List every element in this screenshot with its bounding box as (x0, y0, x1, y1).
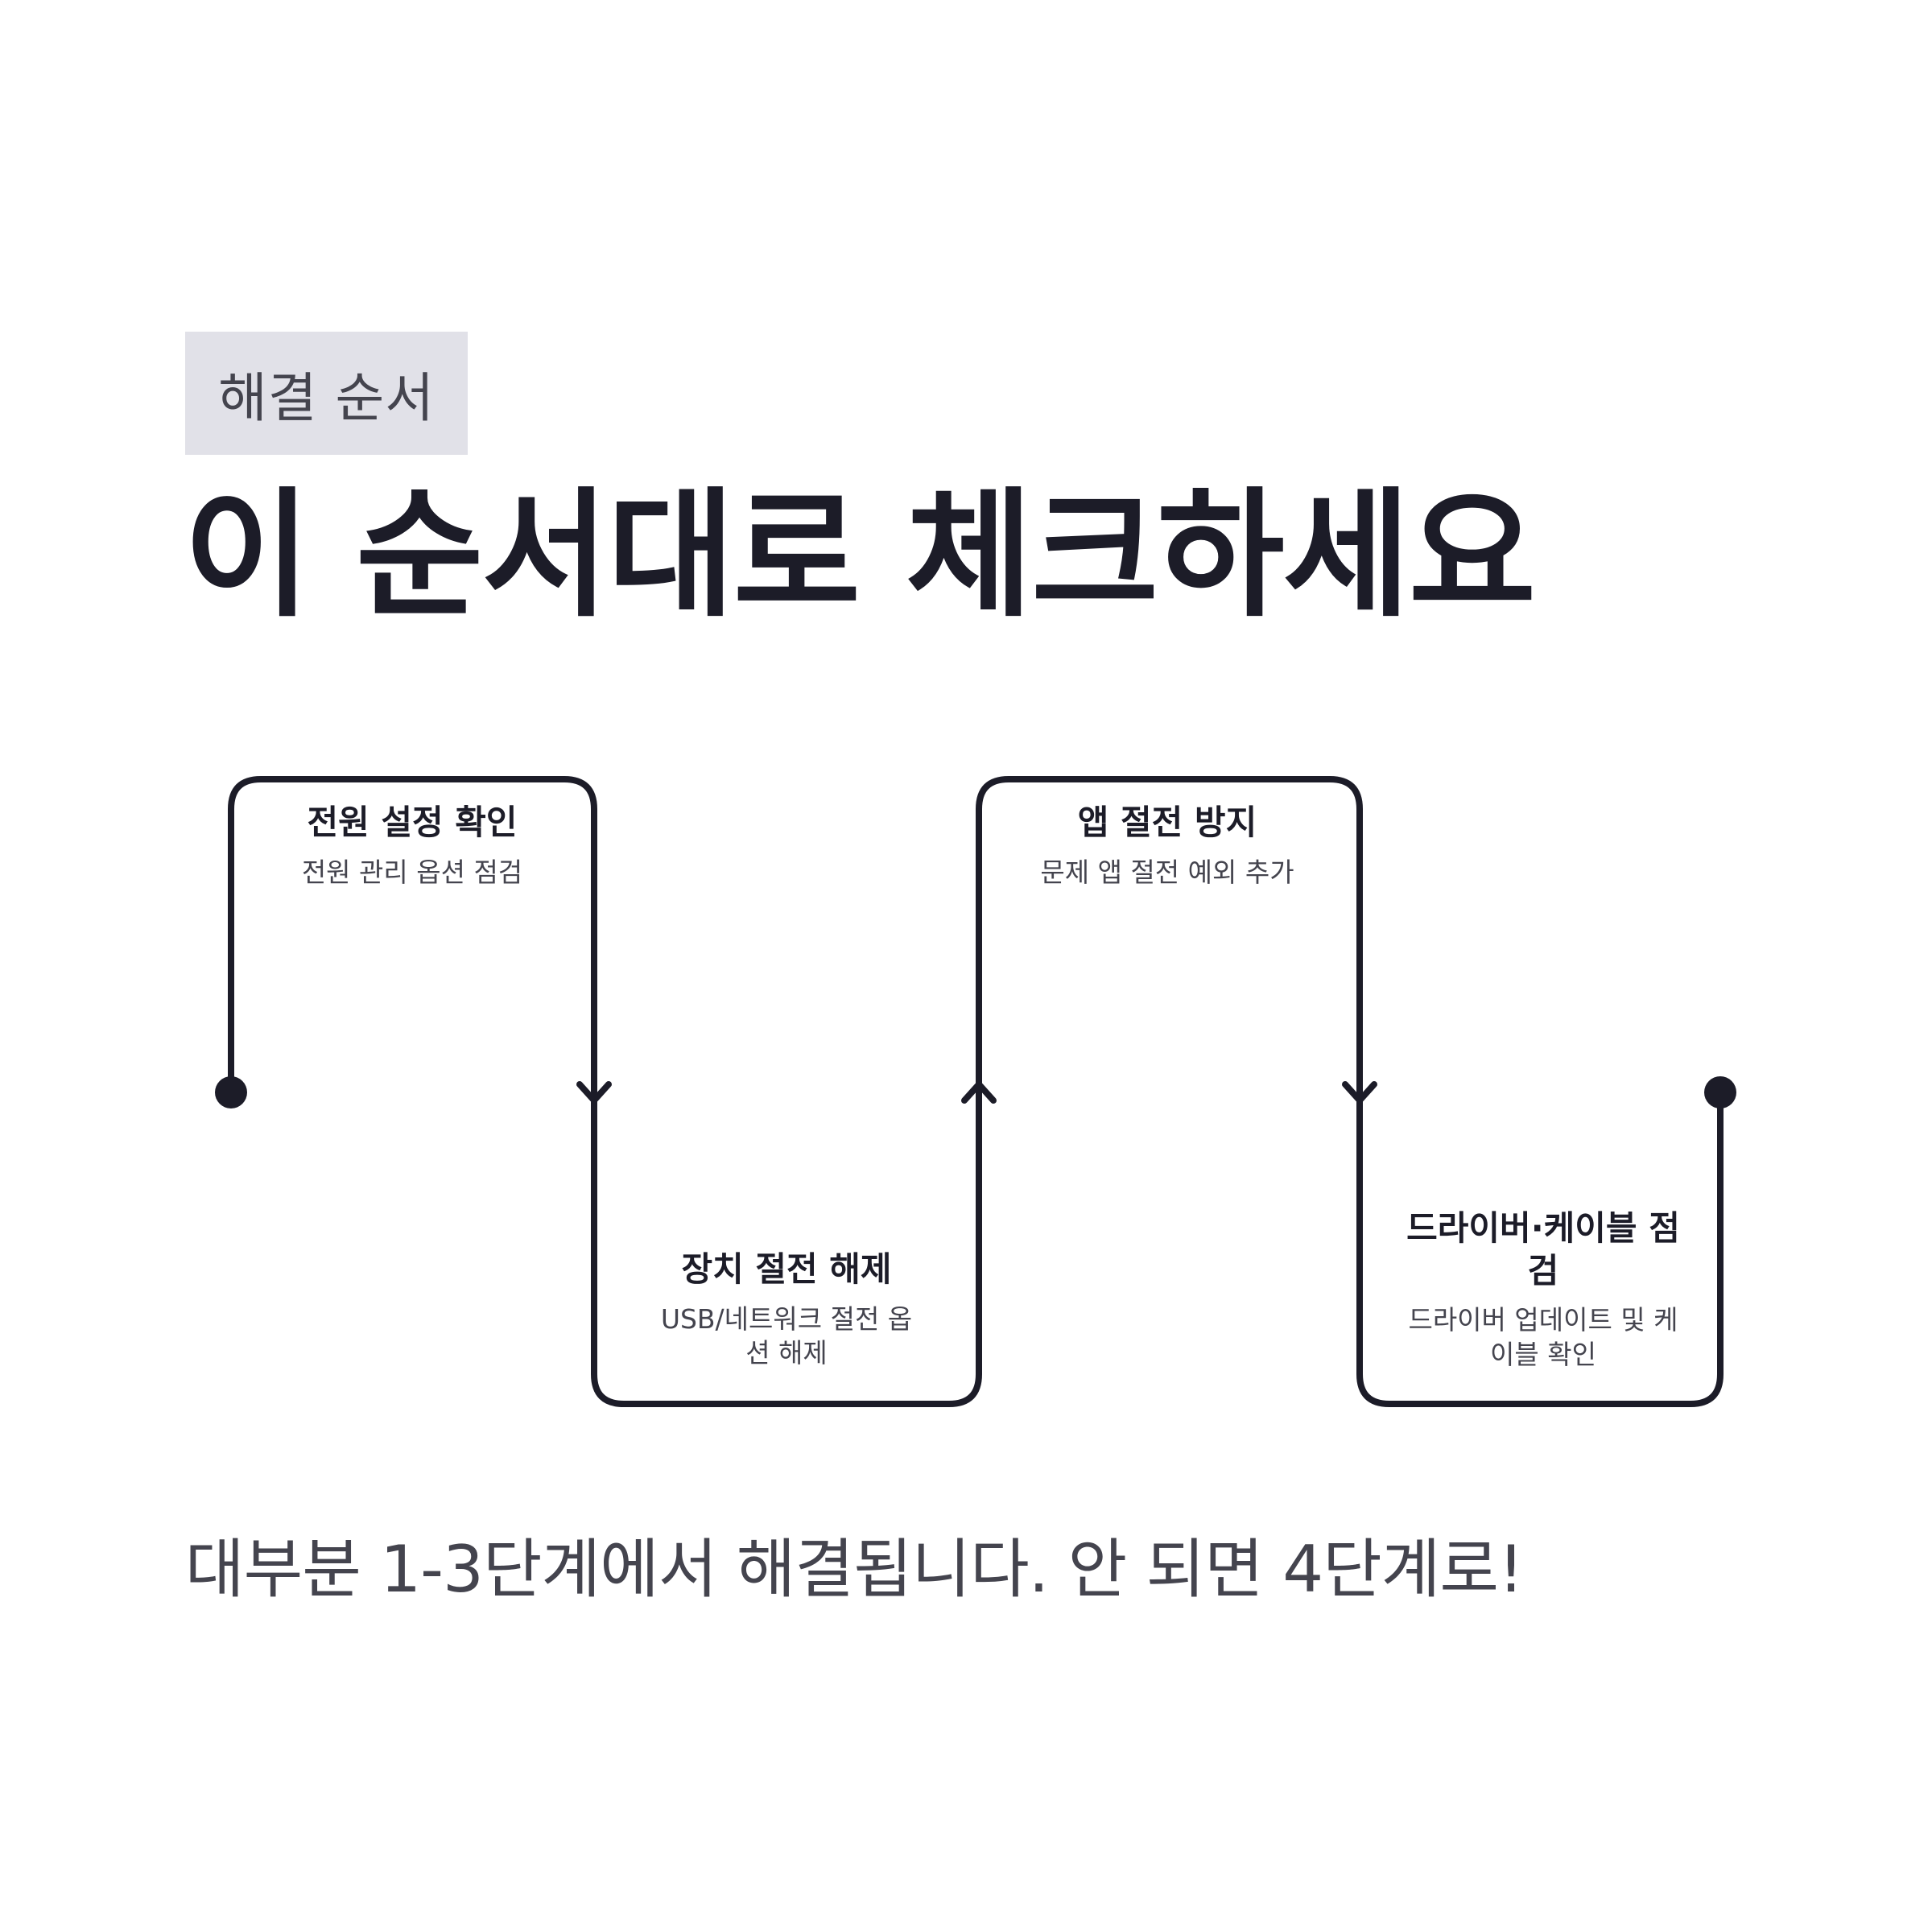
start-dot (215, 1076, 247, 1108)
step-3-title: 앱 절전 방지 (1077, 803, 1257, 842)
step-1: 전원 설정 확인 전원 관리 옵션 점검 (267, 802, 557, 890)
step-2: 장치 절전 해제 USB/네트워크 절전 옵션 해제 (654, 1249, 919, 1371)
chevron-up-icon (961, 1081, 997, 1104)
step-3-desc: 문제 앱 절전 예외 추가 (1040, 856, 1294, 888)
step-2-title: 장치 절전 해제 (681, 1249, 892, 1289)
step-4-desc: 드라이버 업데이트 및 케이블 확인 (1408, 1304, 1678, 1370)
step-3: 앱 절전 방지 문제 앱 절전 예외 추가 (1038, 802, 1296, 890)
chevron-down-icon (1342, 1081, 1377, 1104)
step-4-title: 드라이버·케이블 점검 (1406, 1208, 1680, 1290)
step-4: 드라이버·케이블 점검 드라이버 업데이트 및 케이블 확인 (1406, 1208, 1680, 1373)
footer-note: 대부분 1-3단계에서 해결됩니다. 안 되면 4단계로! (185, 1532, 1524, 1607)
step-1-title: 전원 설정 확인 (307, 803, 518, 842)
section-badge: 해결 순서 (185, 332, 468, 455)
section-badge-label: 해결 순서 (218, 366, 435, 429)
chevron-down-icon (576, 1081, 612, 1104)
step-2-desc: USB/네트워크 절전 옵션 해제 (660, 1302, 913, 1369)
end-dot (1704, 1076, 1736, 1108)
flow-path (228, 776, 1724, 1407)
step-1-desc: 전원 관리 옵션 점검 (301, 856, 523, 888)
page-title: 이 순서대로 체크하세요 (184, 474, 1536, 636)
